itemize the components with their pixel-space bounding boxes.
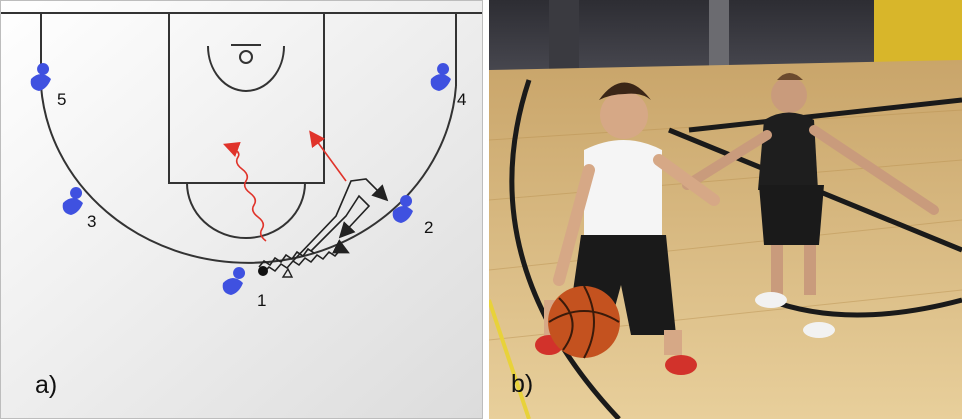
- return-path: [310, 194, 371, 252]
- player-5-icon: [30, 63, 51, 91]
- panel-b-label: b): [511, 370, 534, 398]
- court-diagram-panel: 1 2 3 4 5 a): [0, 0, 483, 419]
- photo-illustration: [489, 0, 962, 419]
- screen-path: [292, 178, 389, 262]
- player-1-number: 1: [257, 291, 266, 310]
- player-3-icon: [62, 187, 83, 215]
- player-4-number: 4: [457, 90, 466, 109]
- panel-a-label: a): [35, 371, 58, 399]
- player-3-number: 3: [87, 212, 96, 231]
- player-2-icon: [392, 195, 413, 223]
- cut-path-right: [309, 130, 347, 182]
- defender-player: [682, 73, 939, 338]
- court-diagram: 1 2 3 4 5: [1, 1, 482, 418]
- dribble-path-1: [262, 239, 350, 274]
- player-4-icon: [430, 63, 451, 91]
- player-5-number: 5: [57, 90, 66, 109]
- defender-marker: [281, 267, 294, 278]
- dribble-path-2: [258, 247, 315, 268]
- player-2-number: 2: [424, 218, 433, 237]
- basketball-icon: [548, 285, 620, 359]
- court-lines: [1, 12, 482, 264]
- cut-path-left: [223, 142, 267, 242]
- basketball-court-photo: b): [489, 0, 962, 419]
- player-icons: [30, 63, 451, 295]
- player-1-icon: [222, 267, 246, 295]
- ball-marker: [258, 266, 268, 276]
